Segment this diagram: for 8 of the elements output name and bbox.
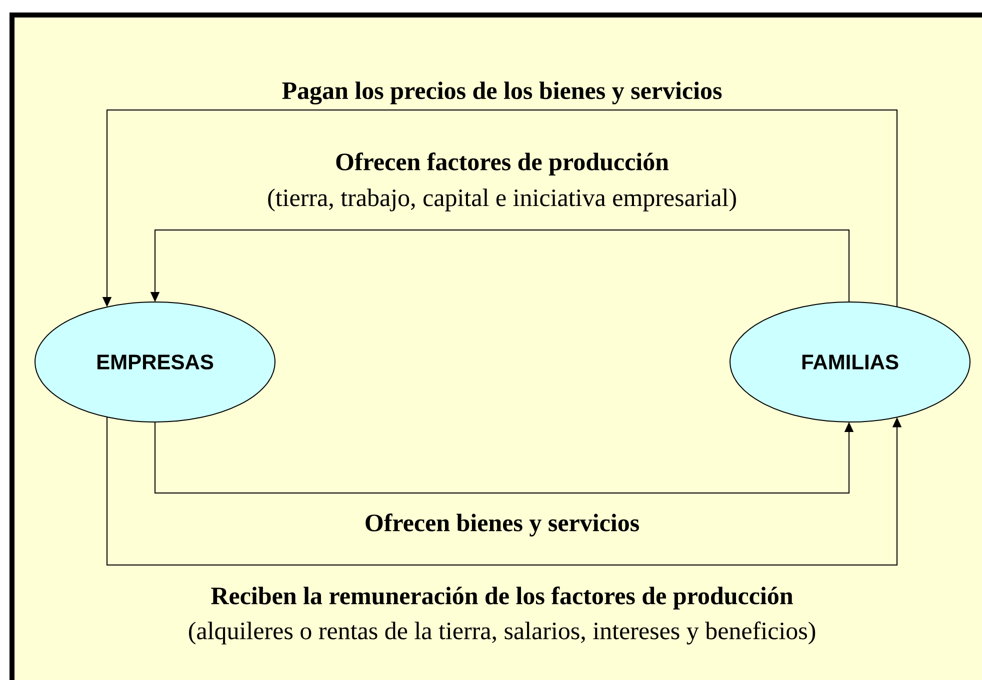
ellipse-node: FAMILIAS: [730, 302, 970, 422]
edge-label: Reciben la remuneración de los factores de producción: [210, 586, 794, 610]
note-text: (alquileres o rentas de la tierra, salarios, intereses y beneficios): [189, 622, 816, 644]
ellipse-node: EMPRESAS: [34, 302, 276, 422]
edge-label: Pagan los precios de los bienes y servicios: [280, 80, 724, 106]
edge-label: Ofrecen factores de producción: [334, 152, 670, 176]
edge-label: Ofrecen bienes y servicios: [363, 512, 641, 538]
note-text: (tierra, trabajo, capital e iniciativa empresarial): [268, 188, 736, 212]
